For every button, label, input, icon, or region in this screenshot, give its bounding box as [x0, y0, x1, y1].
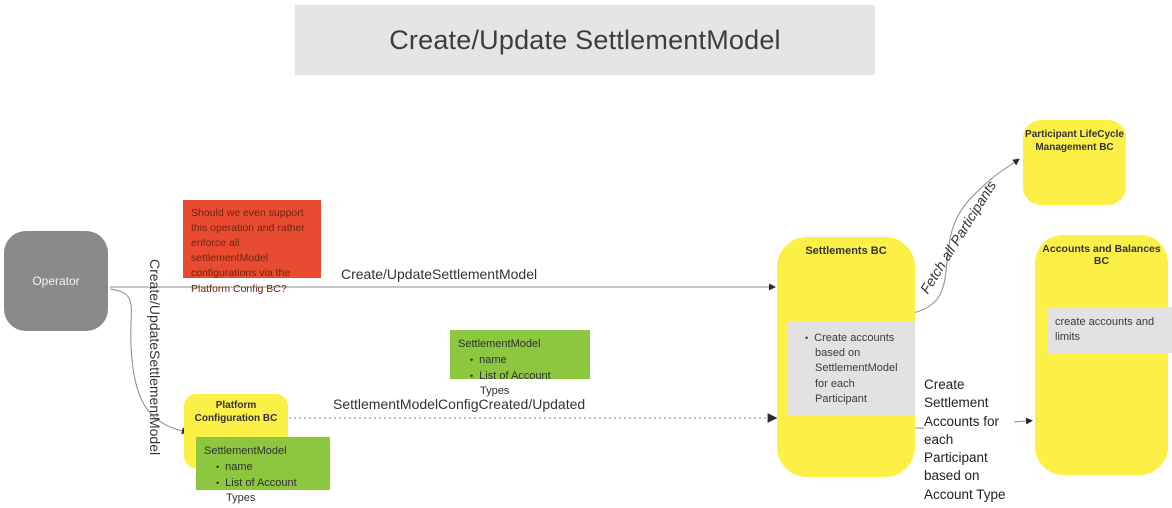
edge-label-settlementmodelconfigcreated-updated[interactable]: SettlementModelConfigCreated/Updated: [333, 396, 586, 412]
edge-label-create-update-settlementmodel[interactable]: Create/UpdateSettlementModel: [341, 266, 538, 282]
node-operator-label: Operator: [32, 274, 80, 288]
node-operator[interactable]: Operator: [4, 231, 108, 331]
sticky-note-title: SettlementModel: [458, 338, 541, 350]
edge-settlements-to-participant-lifecycle[interactable]: [912, 158, 1020, 314]
settlements-bc-note-items: Create accounts based on SettlementModel…: [793, 331, 909, 407]
node-accounts-and-balances-bc-label: Accounts and Balances BC: [1042, 243, 1161, 267]
node-accounts-and-balances-bc[interactable]: Accounts and Balances BC create accounts…: [1035, 235, 1172, 475]
edge-operator-to-platform-config[interactable]: [109, 288, 189, 435]
sticky-note-items: nameList of Account Types: [204, 460, 322, 506]
accounts-and-balances-bc-note[interactable]: create accounts and limits: [1047, 307, 1172, 354]
diagram-title-banner[interactable]: Create/Update SettlementModel: [295, 5, 875, 75]
sticky-note-question[interactable]: Should we even support this operation an…: [183, 200, 321, 295]
sticky-note-items: nameList of Account Types: [458, 353, 582, 399]
node-settlements-bc[interactable]: Settlements BC Create accounts based on …: [777, 237, 915, 477]
settlements-bc-note[interactable]: Create accounts based on SettlementModel…: [787, 322, 915, 415]
sticky-note-settlement-model-a[interactable]: SettlementModel nameList of Account Type…: [450, 330, 590, 397]
diagram-title: Create/Update SettlementModel: [389, 24, 781, 55]
node-participant-lifecycle-management-bc-label: Participant LifeCycle Management BC: [1025, 129, 1124, 153]
edge-label-create-settlement-accounts[interactable]: Create Settlement Accounts for each Part…: [924, 376, 1014, 505]
sticky-note-settlement-model-b[interactable]: SettlementModel nameList of Account Type…: [196, 437, 330, 504]
node-settlements-bc-label: Settlements BC: [805, 245, 887, 257]
edge-label-create-update-settlementmodel-vertical[interactable]: Create/UpdateSettlementModel: [147, 259, 163, 456]
sticky-note-title: SettlementModel: [204, 445, 287, 457]
node-platform-configuration-bc-label: Platform Configuration BC: [194, 400, 278, 424]
node-participant-lifecycle-management-bc[interactable]: Participant LifeCycle Management BC: [1023, 120, 1126, 205]
